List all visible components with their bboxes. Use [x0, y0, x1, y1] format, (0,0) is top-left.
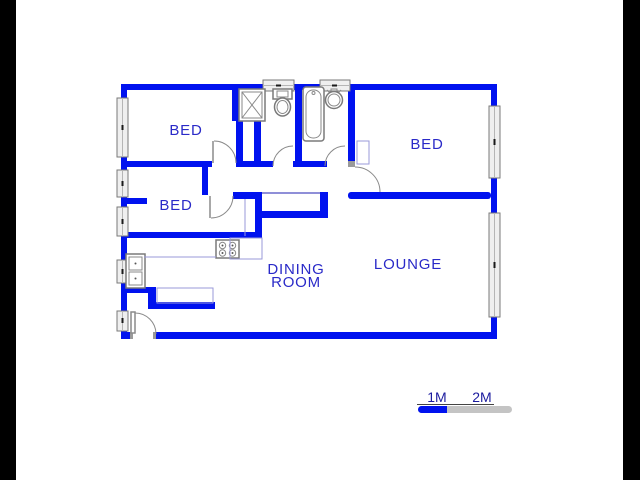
wall-segment	[236, 116, 243, 167]
kitchen-sink-icon	[125, 253, 146, 289]
door-arc	[212, 140, 237, 164]
wall-segment	[255, 192, 262, 237]
wall-segment	[121, 84, 127, 99]
wall-segment	[153, 302, 215, 309]
room-label-lounge: LOUNGE	[374, 256, 442, 273]
fixtures	[125, 86, 344, 289]
room-labels: BED BED BED DINING ROOM LOUNGE	[159, 122, 443, 291]
wall-segment	[121, 197, 127, 207]
wall-segment	[320, 192, 328, 218]
room-label-bed-mid-left: BED	[159, 197, 192, 214]
window	[488, 105, 501, 179]
cupboard-line	[356, 140, 370, 165]
wall-segment	[295, 90, 302, 167]
room-label-dining-line2: ROOM	[271, 274, 321, 291]
wall-segment	[262, 211, 328, 218]
toilet-icon	[272, 88, 293, 117]
wall-segment	[348, 84, 497, 90]
kitchen-counter-line	[156, 287, 214, 304]
door-arc	[209, 195, 234, 219]
wall-segment	[121, 84, 265, 90]
kitchen-counter-line	[229, 237, 263, 260]
window	[116, 206, 129, 237]
door-arc	[324, 145, 346, 167]
walls	[121, 84, 497, 339]
scale-bar-filled-segment-end	[436, 406, 447, 413]
shower-icon	[238, 88, 266, 122]
entry-door	[130, 311, 157, 339]
scale-label-1m: 1M	[427, 389, 446, 405]
wall-segment	[156, 332, 497, 339]
wall-segment	[122, 287, 155, 293]
wall-segment	[491, 178, 497, 213]
wall-segment	[121, 161, 212, 167]
right-black-band	[623, 0, 640, 480]
window	[116, 310, 129, 332]
counter-outlines	[144, 140, 370, 304]
wall-segment	[491, 317, 497, 339]
basin-icon	[324, 88, 344, 110]
wall-segment	[121, 232, 262, 238]
scale-bar: 1M 2M	[417, 389, 512, 413]
wall-segment	[232, 84, 239, 121]
left-black-band	[0, 0, 16, 480]
wall-segment	[121, 283, 127, 312]
wall-end-cap	[348, 161, 355, 167]
scale-label-2m: 2M	[472, 389, 491, 405]
door-arc	[272, 145, 294, 167]
wall-segment	[233, 192, 262, 199]
wall-segment	[121, 236, 127, 260]
wall-segment	[348, 192, 491, 199]
stove-icon	[215, 239, 240, 259]
door-arc	[354, 166, 381, 193]
wall-segment	[254, 120, 261, 166]
wall-segment	[148, 287, 156, 309]
wall-segment	[127, 198, 147, 204]
bathtub-icon	[302, 86, 325, 142]
wall-segment	[121, 332, 130, 339]
wall-segment	[348, 84, 355, 163]
wall-segment	[491, 84, 497, 106]
room-label-dining-line1: DINING	[267, 261, 324, 278]
wall-segment	[293, 161, 327, 167]
window	[116, 97, 129, 158]
doors	[130, 140, 381, 339]
wall-segment	[202, 161, 208, 195]
window	[488, 212, 501, 318]
windows	[116, 79, 501, 332]
room-label-bed-right: BED	[410, 136, 443, 153]
room-label-bed-top-left: BED	[169, 122, 202, 139]
window	[116, 169, 129, 198]
